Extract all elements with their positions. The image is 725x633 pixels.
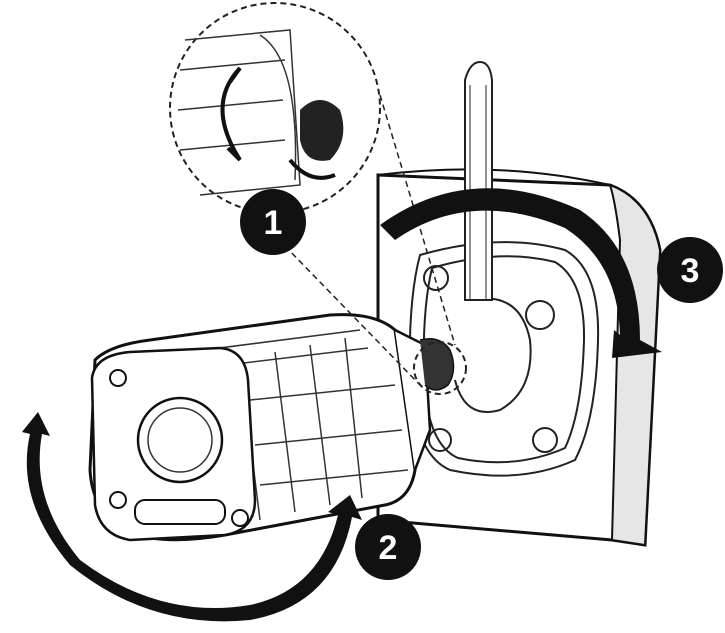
step-badge-1: 1	[240, 189, 306, 255]
mount-base	[408, 241, 600, 477]
step-number-3: 3	[681, 252, 700, 290]
camera-lens	[136, 396, 224, 484]
step-badge-3: 3	[657, 237, 723, 303]
step-badge-2: 2	[355, 514, 421, 580]
zoom-callout	[169, 2, 467, 395]
camera-body	[88, 313, 455, 542]
step-number-2: 2	[379, 529, 398, 567]
rotate-arrow-icon	[380, 188, 662, 358]
antenna	[464, 60, 493, 301]
step-number-1: 1	[264, 204, 283, 242]
